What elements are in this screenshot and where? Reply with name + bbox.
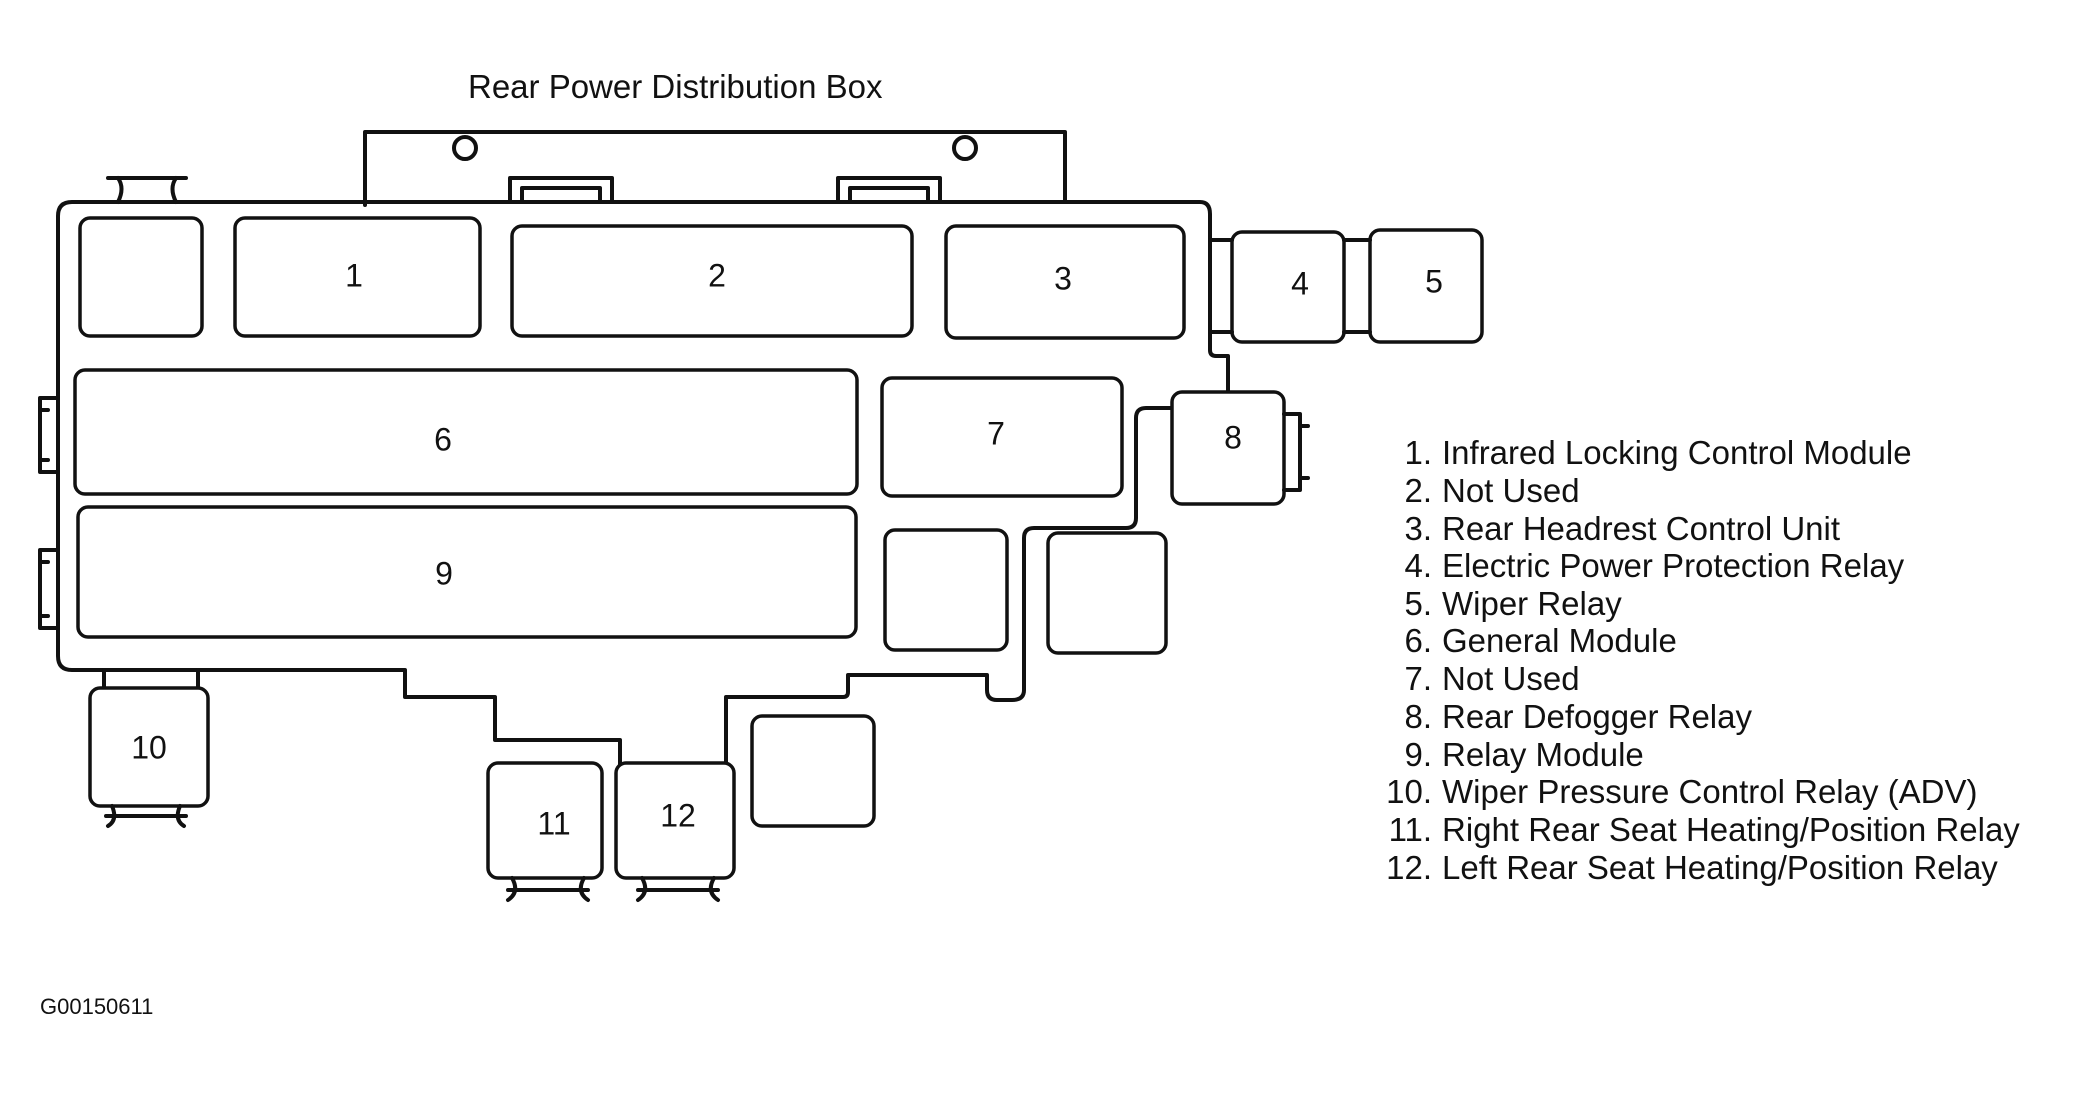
component-10-clip	[104, 804, 188, 828]
mount-hole-right	[952, 135, 978, 161]
component-1-number: 1	[345, 257, 363, 293]
component-8-outline	[1170, 390, 1286, 506]
legend-number: 9.	[1404, 736, 1432, 773]
component-6-number: 6	[434, 421, 452, 457]
component-12-clip	[636, 876, 720, 902]
legend-number: 6.	[1404, 622, 1432, 659]
legend-number: 4.	[1404, 547, 1432, 584]
component-10-mount	[102, 668, 200, 690]
component-11-outline	[486, 761, 604, 880]
component-8-clip	[1282, 412, 1310, 492]
legend-number: 11.	[1389, 811, 1432, 848]
component-9-number: 9	[435, 555, 453, 591]
component-3-outline	[944, 224, 1186, 340]
figure-id: G00150611	[40, 994, 153, 1019]
component-3-number: 3	[1054, 260, 1072, 296]
legend-number: 1.	[1404, 434, 1432, 471]
latch-corner-left	[106, 176, 188, 204]
component-5-number: 5	[1425, 263, 1443, 299]
legend-number: 8.	[1404, 698, 1432, 735]
mount-hole-left	[452, 135, 478, 161]
legend-label: Wiper Relay	[1442, 585, 1622, 622]
legend: 1. Infrared Locking Control Module 2. No…	[1386, 434, 2020, 886]
component-1-outline	[233, 216, 482, 338]
legend-label: Not Used	[1442, 472, 1580, 509]
component-12-number: 12	[660, 797, 696, 833]
component-5-outline	[1368, 228, 1484, 344]
component-6-outline	[73, 368, 859, 496]
component-4-number: 4	[1291, 265, 1309, 301]
legend-label: Rear Defogger Relay	[1442, 698, 1752, 735]
empty-slot-top-left	[78, 216, 204, 338]
component-11-number: 11	[537, 805, 570, 841]
legend-number: 10.	[1386, 773, 1432, 810]
component-11-clip	[506, 876, 590, 902]
legend-label: Electric Power Protection Relay	[1442, 547, 1905, 584]
legend-label: Not Used	[1442, 660, 1580, 697]
diagram-title: Rear Power Distribution Box	[468, 68, 883, 105]
legend-label: Left Rear Seat Heating/Position Relay	[1442, 849, 1998, 886]
side-clip-upper	[38, 396, 60, 474]
empty-slot-middle-left	[883, 528, 1009, 652]
component-7-outline	[880, 376, 1124, 498]
component-8-number: 8	[1224, 419, 1242, 455]
component-2-outline	[510, 224, 914, 338]
component-2-number: 2	[708, 257, 726, 293]
component-4-connector	[1208, 238, 1234, 334]
housing-outline	[56, 200, 1230, 767]
legend-label: Infrared Locking Control Module	[1442, 434, 1912, 471]
latch-top-left	[508, 176, 614, 202]
component-10-number: 10	[131, 729, 167, 765]
empty-slot-bottom	[750, 714, 876, 828]
legend-label: Right Rear Seat Heating/Position Relay	[1442, 811, 2020, 848]
latch-top-right	[836, 176, 942, 202]
legend-label: Relay Module	[1442, 736, 1644, 773]
legend-label: General Module	[1442, 622, 1677, 659]
component-4-outline	[1230, 230, 1346, 344]
component-10-outline	[88, 686, 210, 808]
component-9-outline	[76, 505, 858, 639]
top-cover	[363, 130, 1067, 207]
legend-label: Wiper Pressure Control Relay (ADV)	[1442, 773, 1977, 810]
component-12-outline	[614, 761, 736, 880]
legend-number: 5.	[1404, 585, 1432, 622]
legend-number: 3.	[1404, 510, 1432, 547]
legend-number: 7.	[1404, 660, 1432, 697]
legend-number: 2.	[1404, 472, 1432, 509]
empty-slot-middle-right	[1046, 531, 1168, 655]
component-7-number: 7	[987, 415, 1005, 451]
component-5-connector	[1342, 238, 1372, 334]
legend-label: Rear Headrest Control Unit	[1442, 510, 1840, 547]
legend-number: 12.	[1386, 849, 1432, 886]
side-clip-lower	[38, 548, 60, 630]
